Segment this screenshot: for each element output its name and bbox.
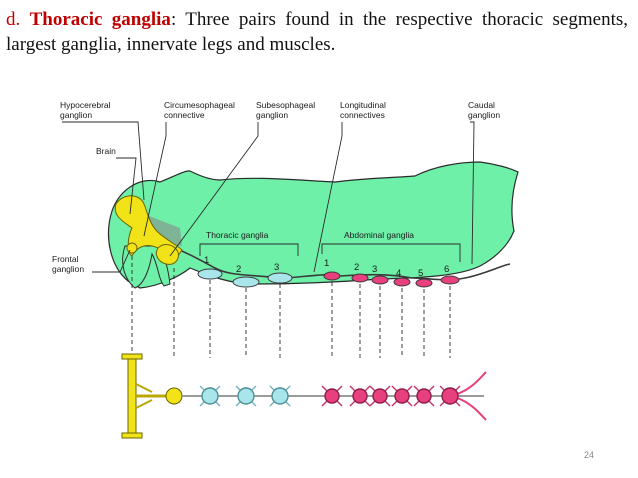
thoracic-number-1: 1	[204, 255, 209, 266]
projection-lines	[131, 256, 451, 358]
thoracic-ganglion-1-body	[197, 268, 223, 280]
schematic-cord	[121, 353, 487, 439]
thoracic-schematic	[199, 385, 291, 407]
abdominal-number-1: 1	[324, 258, 329, 269]
label-hypocerebral-2: ganglion	[60, 110, 92, 120]
label-longitudinal-1: Longitudinal	[340, 100, 386, 110]
abdominal-bracket	[321, 243, 461, 262]
leader-lines	[62, 121, 475, 273]
abdominal-ganglion-6-body	[440, 275, 460, 285]
abdominal-ganglion-5-body	[415, 278, 433, 288]
abdominal-ganglion-4-body	[393, 277, 411, 287]
slide-heading: d. Thoracic ganglia: Three pairs found i…	[6, 7, 628, 57]
label-circumesophageal-1: Circumesophageal	[164, 100, 235, 110]
page-number: 24	[584, 450, 595, 460]
abdominal-schematic	[321, 385, 461, 407]
abdominal-ganglion-2-body	[351, 273, 369, 283]
abdominal-number-3: 3	[372, 264, 377, 275]
subesophageal-ganglion	[155, 244, 179, 265]
label-hypocerebral-1: Hypocerebral	[60, 100, 111, 110]
frontal-ganglion-dot	[126, 242, 138, 254]
heading-term: Thoracic ganglia	[29, 9, 171, 30]
abdominal-number-5: 5	[418, 268, 423, 279]
abdominal-ganglion-3-body	[371, 275, 389, 285]
thoracic-number-2: 2	[236, 264, 241, 275]
abdominal-number-6: 6	[444, 264, 449, 275]
label-caudal-2: ganglion	[468, 110, 500, 120]
heading-text: : Three pairs found in the respective th…	[6, 9, 628, 55]
label-circumesophageal-2: connective	[164, 110, 205, 120]
abdominal-ganglion-1-body	[323, 271, 341, 281]
label-abdominal-group: Abdominal ganglia	[344, 230, 414, 240]
thoracic-number-3: 3	[274, 262, 279, 273]
insect-body	[107, 161, 519, 289]
thoracic-ganglion-3-body	[267, 272, 293, 284]
abdominal-number-2: 2	[354, 262, 359, 273]
label-frontal-2: ganglion	[52, 264, 84, 274]
label-brain: Brain	[96, 146, 116, 156]
label-caudal-1: Caudal	[468, 100, 495, 110]
label-subesophageal-2: ganglion	[256, 110, 288, 120]
thoracic-ganglion-2-body	[232, 276, 260, 288]
heading-lead: d.	[6, 9, 21, 30]
label-longitudinal-2: connectives	[340, 110, 385, 120]
label-frontal-1: Frontal	[52, 254, 79, 264]
thoracic-bracket	[199, 243, 299, 256]
nervous-system-diagram: Hypocerebral ganglion Circumesophageal c…	[52, 100, 519, 439]
abdominal-number-4: 4	[396, 268, 401, 279]
head-shading	[144, 214, 182, 246]
label-subesophageal-1: Subesophageal	[256, 100, 315, 110]
label-thoracic-group: Thoracic ganglia	[206, 230, 269, 240]
